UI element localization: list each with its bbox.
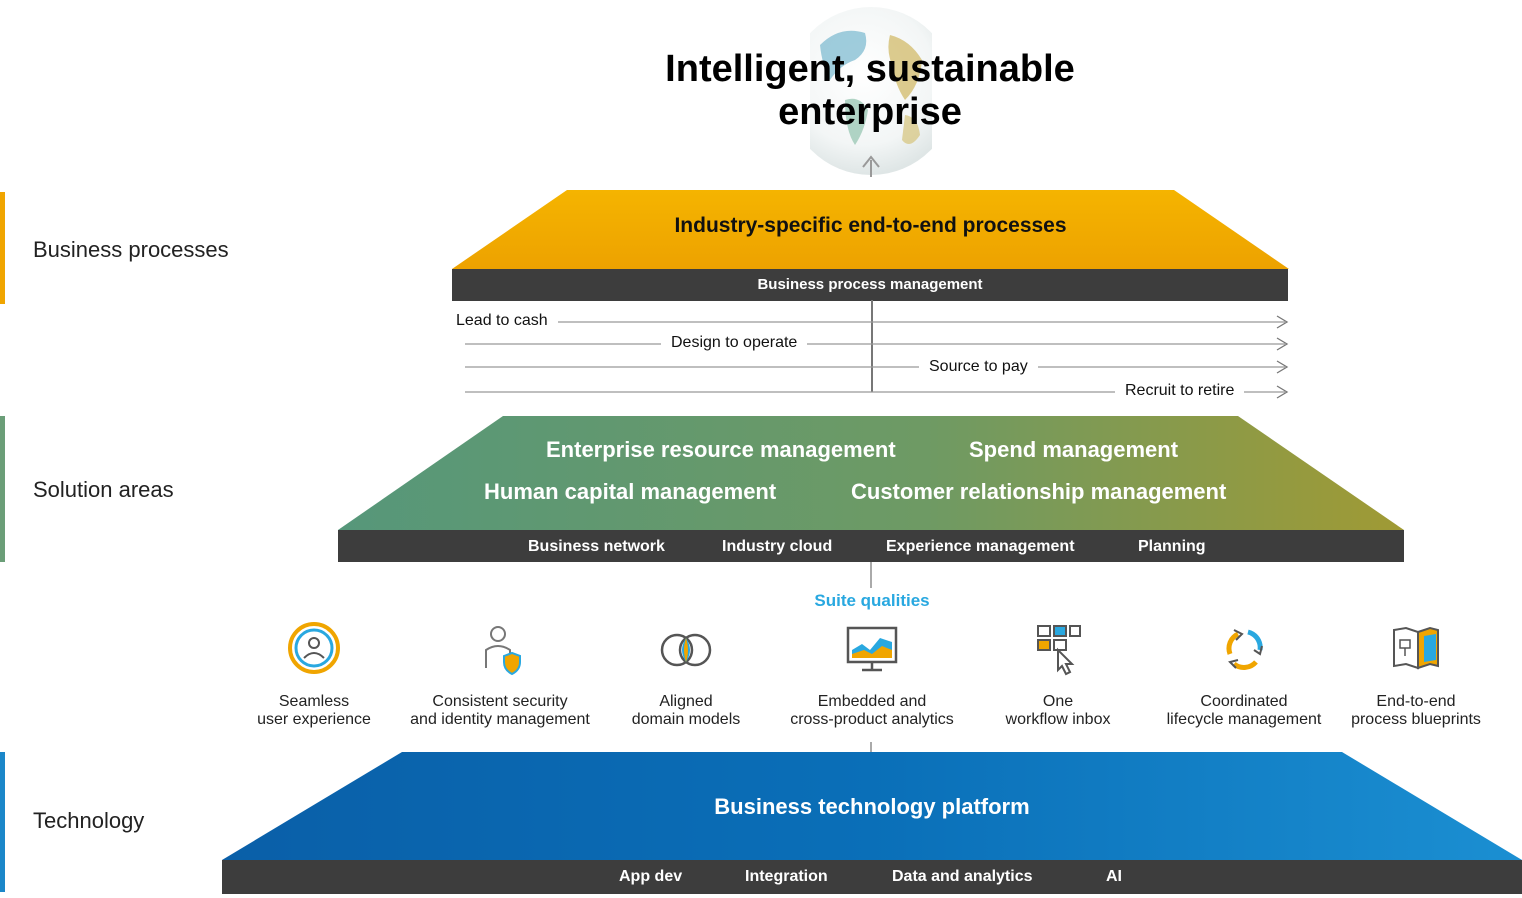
domain-models-icon <box>660 633 712 667</box>
solutions-bar-experience-management: Experience management <box>886 538 1075 555</box>
quality-analytics: Embedded and cross-product analytics <box>772 620 972 729</box>
quality-blueprints: End-to-end process blueprints <box>1316 620 1516 729</box>
technology-trapezoid <box>222 752 1522 860</box>
solutions-bar-business-network: Business network <box>528 538 665 555</box>
user-experience-icon <box>288 622 340 674</box>
title-line-1: Intelligent, sustainable <box>665 48 1075 90</box>
solution-hcm: Human capital management <box>484 479 777 504</box>
quality-lifecycle-line1: Coordinated <box>1200 693 1288 710</box>
quality-security-line1: Consistent security <box>432 693 568 710</box>
technology-heading: Business technology platform <box>714 794 1030 819</box>
security-identity-icon <box>485 626 521 676</box>
layer-technology: Technology <box>0 752 300 892</box>
workflow-inbox-icon <box>1037 625 1081 676</box>
quality-workflow: One workflow inbox <box>958 620 1158 729</box>
technology-bar-data-analytics: Data and analytics <box>892 868 1033 885</box>
quality-domain-line2: domain models <box>631 711 741 728</box>
solutions-bar-planning: Planning <box>1138 538 1206 555</box>
solution-erp: Enterprise resource management <box>546 437 896 462</box>
layer-business-processes: Business processes <box>0 192 300 304</box>
quality-security-line2: and identity management <box>410 711 590 728</box>
quality-blueprints-line2: process blueprints <box>1351 711 1481 728</box>
quality-domain-line1: Aligned <box>659 693 713 710</box>
technology-bar-integration: Integration <box>745 868 828 885</box>
layer-indicator-blue <box>0 752 5 892</box>
technology-bar: App dev Integration Data and analytics A… <box>222 860 1522 894</box>
quality-workflow-line1: One <box>1042 693 1074 710</box>
layer-label-business-processes: Business processes <box>33 237 229 262</box>
solutions-bar-industry-cloud: Industry cloud <box>722 538 833 555</box>
business-process-management-bar: Business process management <box>452 269 1288 301</box>
quality-lifecycle-line2: lifecycle management <box>1166 711 1322 728</box>
quality-seamless-line1: Seamless <box>278 693 350 710</box>
flow-recruit-to-retire: Recruit to retire <box>1115 382 1245 400</box>
lifecycle-icon <box>1226 629 1263 670</box>
quality-domain-models: Aligned domain models <box>586 620 786 729</box>
processes-heading: Industry-specific end-to-end processes <box>674 214 1067 237</box>
quality-analytics-line1: Embedded and <box>817 693 927 710</box>
layer-label-technology: Technology <box>33 808 145 833</box>
page-title: Intelligent, sustainable enterprise <box>600 48 1140 134</box>
solution-spend: Spend management <box>969 437 1179 462</box>
layer-indicator-green <box>0 416 5 562</box>
suite-qualities-label: Suite qualities <box>814 591 930 610</box>
blueprints-icon <box>1393 626 1439 670</box>
layer-indicator-orange <box>0 192 5 304</box>
layer-label-solution-areas: Solution areas <box>33 477 174 502</box>
quality-seamless-ux: Seamless user experience <box>214 620 414 729</box>
quality-blueprints-line1: End-to-end <box>1376 693 1456 710</box>
analytics-icon <box>846 626 898 672</box>
process-flow-lines <box>465 300 1289 399</box>
solution-crm: Customer relationship management <box>851 479 1227 504</box>
quality-security: Consistent security and identity managem… <box>400 620 600 729</box>
flow-design-to-operate: Design to operate <box>661 334 808 352</box>
technology-bar-app-dev: App dev <box>619 868 683 885</box>
solutions-bar: Business network Industry cloud Experien… <box>338 530 1404 562</box>
quality-workflow-line2: workflow inbox <box>1005 711 1111 728</box>
processes-trapezoid <box>452 190 1289 269</box>
quality-seamless-line2: user experience <box>257 711 371 728</box>
flow-source-to-pay: Source to pay <box>919 358 1038 376</box>
flow-lead-to-cash: Lead to cash <box>446 312 558 330</box>
quality-lifecycle: Coordinated lifecycle management <box>1144 620 1344 729</box>
solutions-trapezoid <box>338 416 1404 530</box>
quality-analytics-line2: cross-product analytics <box>790 711 954 728</box>
title-line-2: enterprise <box>778 91 962 133</box>
technology-bar-ai: AI <box>1106 868 1122 885</box>
business-process-management-label: Business process management <box>757 276 983 293</box>
layer-solution-areas: Solution areas <box>0 416 300 562</box>
globe-icon <box>810 7 932 177</box>
